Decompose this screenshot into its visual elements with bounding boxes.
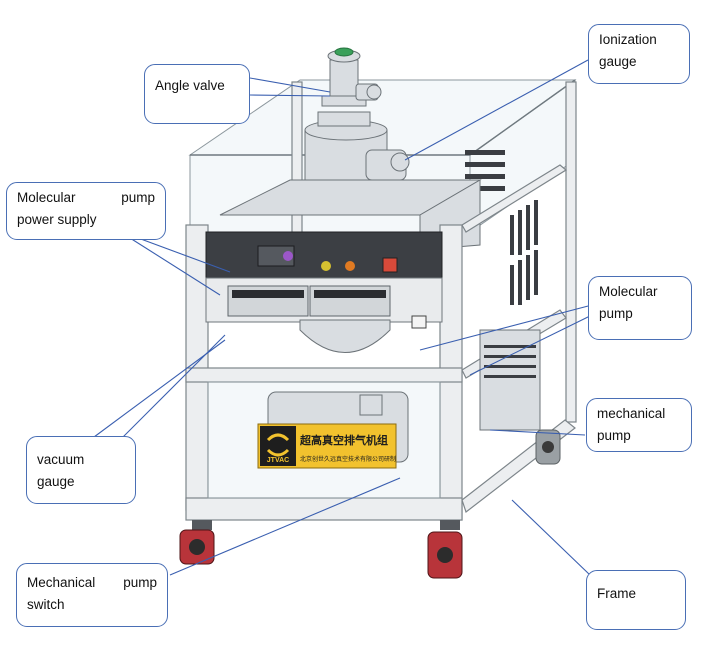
sign-company: 北京创世久远真空技术有限公司研制 <box>300 455 396 463</box>
control-panel <box>205 231 443 279</box>
callout-mps-line2: switch <box>27 597 65 612</box>
callout-ionization-line2: gauge <box>599 54 637 69</box>
callout-mps-word2: pump <box>123 575 157 590</box>
callout-mechanical-pump: mechanical pump <box>586 398 692 452</box>
caster-front-left <box>179 520 215 565</box>
callout-molecular-pump-line1: Molecular <box>599 284 658 299</box>
angle-valve-body <box>329 59 359 101</box>
callout-mpps-word2: pump <box>121 190 155 205</box>
callout-molecular-pump-line2: pump <box>599 306 633 321</box>
callout-angle-valve-text: Angle valve <box>155 78 225 93</box>
callout-mpps-word1: Molecular <box>17 190 76 205</box>
caster-front-right <box>427 520 463 579</box>
callout-frame: Frame <box>586 570 686 630</box>
callout-mechanical-pump-line2: pump <box>597 428 631 443</box>
callout-molecular-pump-power-supply: Molecular pump power supply <box>6 182 166 240</box>
callout-angle-valve: Angle valve <box>144 64 250 124</box>
callout-vacuum-gauge-line1: vacuum <box>37 452 85 467</box>
frame-bottom-rail <box>185 497 463 521</box>
callout-mechanical-pump-switch: Mechanical pump switch <box>16 563 168 627</box>
callout-ionization-line1: Ionization <box>599 32 657 47</box>
callout-mechanical-pump-line1: mechanical <box>597 406 666 421</box>
callout-vacuum-gauge: vacuum gauge <box>26 436 136 504</box>
leader-lines <box>89 59 593 576</box>
callout-ionization-gauge: Ionization gauge <box>588 24 690 84</box>
callout-frame-text: Frame <box>597 586 637 601</box>
sign-brand: JTVAC <box>267 457 289 464</box>
caster-rear-right <box>535 429 561 465</box>
sign-title: 超高真空排气机组 <box>299 433 388 447</box>
callout-mps-word1: Mechanical <box>27 575 96 590</box>
side-vents <box>465 150 538 305</box>
frame-middle-rail <box>185 367 463 383</box>
frame-rear-right-post <box>565 81 577 423</box>
callout-molecular-pump: Molecular pump <box>588 276 692 340</box>
callout-vacuum-gauge-line2: gauge <box>37 474 75 489</box>
callout-mpps-line2: power supply <box>17 212 97 227</box>
